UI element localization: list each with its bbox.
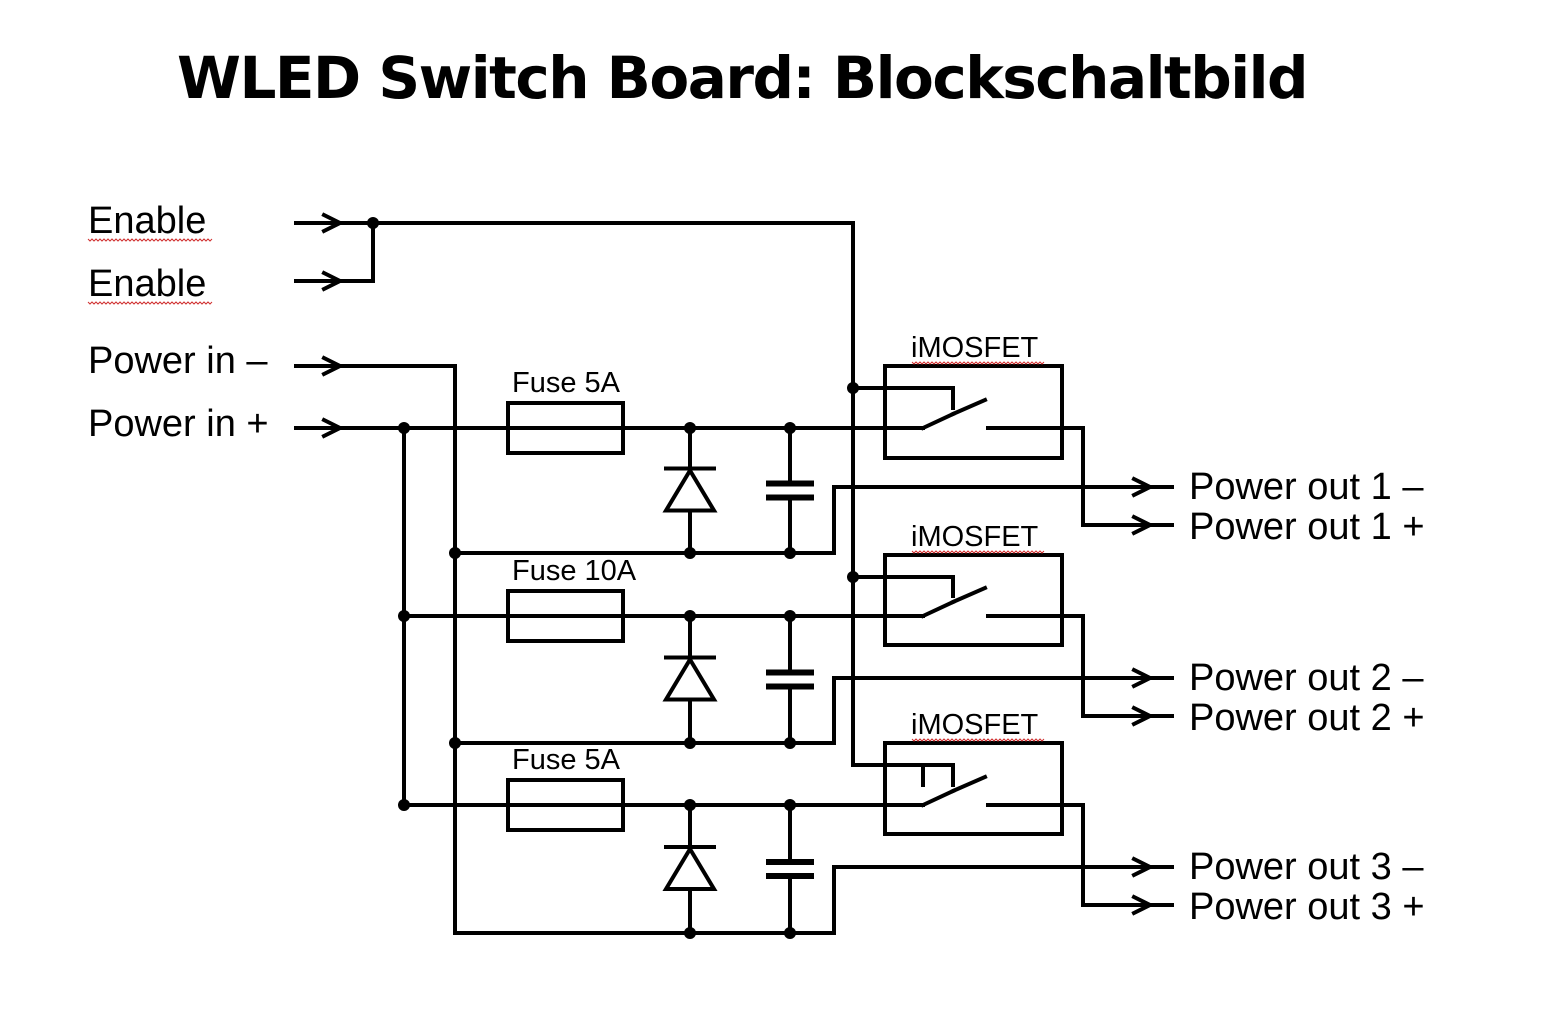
output-minus-label-2: Power out 2 – xyxy=(1189,657,1424,699)
switch-blade-2 xyxy=(920,599,956,619)
junction-dot xyxy=(684,737,696,749)
diode-icon xyxy=(662,655,718,702)
mosfet-box-2 xyxy=(883,553,1064,647)
junction-dot xyxy=(847,571,859,583)
mosfet-box-1 xyxy=(883,364,1064,460)
wires xyxy=(294,221,1174,935)
capacitor-plate-bottom xyxy=(766,873,814,879)
output-plus-label-2: Power out 2 + xyxy=(1189,697,1425,739)
mosfet-box-3 xyxy=(883,741,1064,836)
minus-rail-1 xyxy=(453,485,1174,555)
output-plus-label-3: Power out 3 + xyxy=(1189,886,1425,928)
output-minus-label-3: Power out 3 – xyxy=(1189,846,1424,888)
components xyxy=(321,212,1155,939)
junction-dot xyxy=(684,547,696,559)
fuse-label-1: Fuse 5A xyxy=(512,367,621,399)
junction-dot xyxy=(784,927,796,939)
enable-2-line xyxy=(294,221,375,283)
out-minus-2-arrow-icon xyxy=(1131,667,1155,689)
diode-icon xyxy=(662,845,718,891)
minus-rail-3 xyxy=(453,865,1174,935)
output-plus-label-1: Power out 1 + xyxy=(1189,506,1425,548)
junction-dot xyxy=(398,799,410,811)
junction-dot xyxy=(684,422,696,434)
switch-blade-tip xyxy=(950,774,988,794)
gate-line-2 xyxy=(851,575,955,598)
switch-blade-tip xyxy=(950,397,988,417)
junction-dot xyxy=(847,382,859,394)
switch-blade-tip xyxy=(950,585,988,605)
enable-1-arrow-icon xyxy=(321,212,345,234)
capacitor-plate-top xyxy=(766,859,814,865)
mosfet-label-1: iMOSFET xyxy=(911,332,1039,364)
junction-dot xyxy=(784,422,796,434)
plus-out-2 xyxy=(986,614,1174,718)
diagram-title: WLED Switch Board: Blockschaltbild xyxy=(176,44,1309,112)
spellcheck-underline xyxy=(87,301,213,305)
diode-icon xyxy=(662,466,718,513)
fuse-2 xyxy=(506,589,625,643)
mosfet-label-3: iMOSFET xyxy=(911,709,1039,741)
junction-dot xyxy=(684,799,696,811)
out-plus-2-arrow-icon xyxy=(1131,705,1155,727)
capacitor-plate-bottom xyxy=(766,683,814,690)
junction-dot xyxy=(449,737,461,749)
junction-dot xyxy=(367,217,379,229)
power-in-minus-line xyxy=(294,364,457,935)
power-in-plus-line xyxy=(294,426,406,807)
junction-dot xyxy=(398,422,410,434)
mosfet-label-2: iMOSFET xyxy=(911,521,1039,553)
junction-dot xyxy=(784,610,796,622)
junction-dot xyxy=(684,610,696,622)
capacitor-plate-top xyxy=(766,480,814,487)
junction-dot xyxy=(784,799,796,811)
fuse-1 xyxy=(506,401,625,455)
input-label-2: Enable xyxy=(88,263,206,305)
out-plus-3-arrow-icon xyxy=(1131,894,1155,916)
junction-dot xyxy=(784,547,796,559)
plus-out-3 xyxy=(986,803,1174,907)
spellcheck-underline xyxy=(911,361,1045,365)
gate-line-3 xyxy=(921,763,955,787)
switch-blade-3 xyxy=(920,788,956,808)
fuse-label-3: Fuse 5A xyxy=(512,744,621,776)
enable-2-arrow-icon xyxy=(321,270,345,292)
spellcheck-underline xyxy=(911,550,1045,554)
junction-dot xyxy=(449,547,461,559)
switch-blade-1 xyxy=(920,411,956,431)
capacitor-plate-top xyxy=(766,669,814,676)
out-minus-3-arrow-icon xyxy=(1131,856,1155,878)
junction-dot xyxy=(398,610,410,622)
output-minus-label-1: Power out 1 – xyxy=(1189,466,1424,508)
power-in-plus-arrow-icon xyxy=(321,417,345,439)
gate-line-1 xyxy=(851,386,955,410)
spellcheck-underline xyxy=(911,738,1045,742)
power-in-minus-arrow-icon xyxy=(321,355,345,377)
enable-line xyxy=(294,221,925,787)
plus-out-1 xyxy=(986,426,1174,527)
input-label-3: Power in – xyxy=(88,340,268,382)
input-label-1: Enable xyxy=(88,200,206,242)
fuse-label-2: Fuse 10A xyxy=(512,555,637,587)
fuse-3 xyxy=(506,778,625,832)
out-minus-1-arrow-icon xyxy=(1131,476,1155,498)
junction-dot xyxy=(684,927,696,939)
junction-dot xyxy=(784,737,796,749)
out-plus-1-arrow-icon xyxy=(1131,514,1155,536)
spellcheck-underline xyxy=(87,238,213,242)
capacitor-plate-bottom xyxy=(766,494,814,501)
input-label-4: Power in + xyxy=(88,403,269,445)
minus-rail-2 xyxy=(453,676,1174,745)
